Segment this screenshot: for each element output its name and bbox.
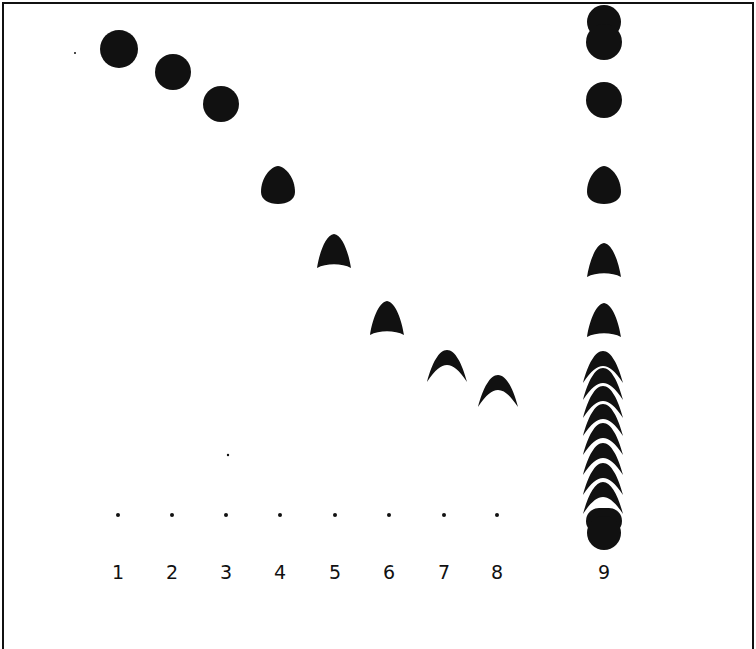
drop-4: [261, 166, 295, 204]
drop-7: [427, 350, 467, 382]
drop-2: [155, 54, 191, 90]
drop-8: [478, 375, 518, 407]
callout-number: 1: [112, 563, 124, 582]
frame: [3, 3, 753, 649]
callout-number: 4: [274, 563, 286, 582]
speck: [74, 52, 76, 54]
callout-number: 3: [220, 563, 232, 582]
callout-number: 6: [383, 563, 395, 582]
drop-5: [317, 234, 351, 268]
superposed-drops: [583, 5, 623, 550]
callout-number: 2: [166, 563, 178, 582]
drop-1: [100, 30, 138, 68]
callout-number: 8: [491, 563, 503, 582]
speck: [227, 454, 229, 456]
callout-number: 9: [598, 563, 610, 582]
reference-dots: [116, 513, 499, 517]
drop-3: [203, 86, 239, 122]
drop-6: [370, 301, 404, 335]
callout-number: 5: [329, 563, 341, 582]
drops: [74, 30, 518, 456]
callout-number: 7: [438, 563, 450, 582]
